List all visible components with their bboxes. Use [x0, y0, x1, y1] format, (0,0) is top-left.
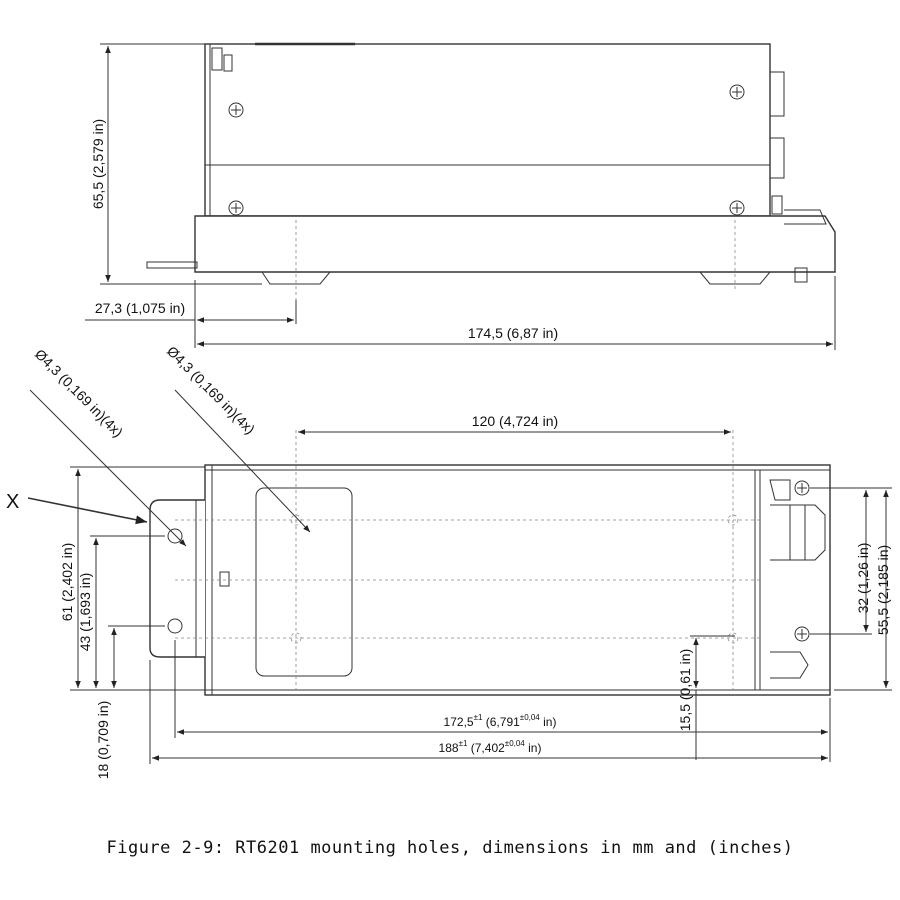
dimension-43: 43 (1,693 in) [77, 573, 93, 652]
side-view: 65,5 (2,579 in) 27,3 (1,075 in) 174,5 (6… [85, 42, 836, 350]
dimension-32: 32 (1,26 in) [855, 543, 871, 614]
technical-drawing: 65,5 (2,579 in) 27,3 (1,075 in) 174,5 (6… [6, 42, 892, 779]
dimension-55-5: 55,5 (2,185 in) [875, 545, 891, 635]
figure-caption: Figure 2-9: RT6201 mounting holes, dimen… [106, 838, 794, 858]
label-area [255, 487, 353, 677]
side-view-housing [204, 43, 771, 217]
dimension-61: 61 (2,402 in) [59, 543, 75, 622]
dimension-18: 18 (0,709 in) [95, 701, 111, 780]
length-dimension: 174,5 (6,87 in) [468, 325, 558, 341]
hole-spacing-dimension: 120 (4,724 in) [472, 413, 558, 429]
height-dimension: 65,5 (2,579 in) [90, 119, 106, 209]
dimension-172-5: 172,5±1 (6,791±0,04 in) [444, 713, 557, 729]
screw-icon [228, 102, 244, 118]
screw-icon [729, 200, 745, 216]
screw-icon [729, 84, 745, 100]
screw-icon [794, 480, 810, 496]
mounting-hole-upper [167, 528, 183, 544]
top-view: Ø4,3 (0,169 in)(4x) Ø4,3 (0,169 in)(4x) … [6, 343, 892, 779]
dimension-15-5: 15,5 (0,61 in) [677, 649, 693, 732]
screw-icon [794, 626, 810, 642]
offset-dimension: 27,3 (1,075 in) [95, 300, 185, 316]
side-view-base [194, 215, 836, 273]
hole-diameter-callout-right: Ø4,3 (0,169 in)(4x) [164, 343, 258, 437]
mounting-flange [149, 499, 205, 658]
screw-icon [228, 200, 244, 216]
dimension-188: 188±1 (7,402±0,04 in) [439, 739, 542, 755]
x-marker-label: X [6, 491, 19, 513]
hole-diameter-callout-left: Ø4,3 (0,169 in)(4x) [32, 346, 126, 440]
mounting-hole-lower [167, 618, 183, 634]
